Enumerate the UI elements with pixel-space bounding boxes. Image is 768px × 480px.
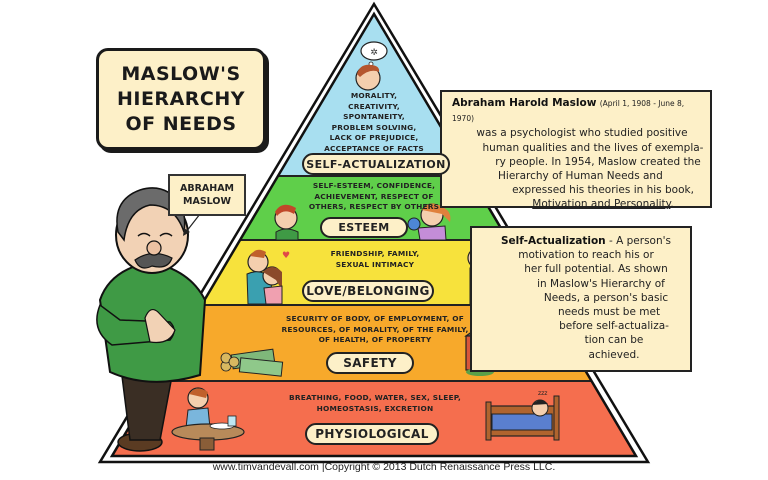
bio-line: human qualities and the lives of exempla… [482, 141, 704, 154]
need-item: BREATHING, FOOD, WATER, SEX, SLEEP, [289, 393, 461, 402]
thinking-boy-icon: ✲ [355, 41, 388, 91]
definition-line: needs must be met [557, 306, 661, 319]
bio-line: was a psychologist who studied positive [476, 127, 688, 140]
need-item: ACCEPTANCE OF FACTS [324, 143, 424, 153]
esteem-needs: SELF-ESTEEM, CONFIDENCE, ACHIEVEMENT, RE… [290, 181, 458, 213]
book-title-link[interactable]: Motivation and Personality [532, 198, 671, 211]
name-tag-line: ABRAHAM [179, 183, 235, 194]
self-actualization-needs: MORALITY, CREATIVITY, SPONTANEITY, PROBL… [290, 91, 458, 154]
name-tag-line: MASLOW [183, 196, 231, 207]
bio-dates: (April 1, 1908 - June 8, 1970) [452, 99, 685, 124]
maslow-name-tag: ABRAHAM MASLOW [168, 174, 246, 216]
bio-line: expressed his theories in his book, [512, 184, 694, 197]
need-item: SEXUAL INTIMACY [335, 259, 415, 269]
definition-line: in Maslow's Hierarchy of [537, 277, 665, 290]
love-belonging-needs: FRIENDSHIP, FAMILY, SEXUAL INTIMACY [300, 249, 450, 270]
title-line: OF NEEDS [125, 112, 237, 135]
boy-icon [274, 204, 299, 241]
need-item: SELF-ESTEEM, CONFIDENCE, [312, 181, 436, 190]
need-item: SPONTANEITY, [343, 112, 405, 121]
bio-name: Abraham Harold Maslow [452, 97, 597, 109]
boy-eating-icon [171, 387, 245, 451]
tier-label-physiological: PHYSIOLOGICAL [305, 423, 439, 445]
need-item: RESOURCES, OF MORALITY, OF THE FAMILY, [281, 324, 469, 334]
svg-text:zzz: zzz [538, 390, 547, 397]
punctuation: . [670, 198, 674, 211]
need-item: LACK OF PREJUDICE, [329, 133, 419, 142]
need-item: FRIENDSHIP, FAMILY, [330, 249, 420, 258]
need-item: ACHIEVEMENT, RESPECT OF [314, 191, 434, 201]
tier-label-love-belonging: LOVE/BELONGING [302, 280, 434, 302]
maslow-cartoon-icon [96, 187, 207, 452]
copyright-footer: www.timvandevall.com |Copyright © 2013 D… [212, 461, 556, 473]
definition-line: motivation to reach his or [518, 249, 654, 262]
definition-line: Needs, a person's basic [543, 291, 669, 304]
tier-physiological-bg [112, 381, 636, 456]
definition-line: tion can be [584, 334, 644, 347]
self-actualization-definition-text: Self-Actualization - A person's motivati… [486, 234, 686, 362]
physiological-needs: BREATHING, FOOD, WATER, SEX, SLEEP, HOME… [275, 393, 475, 414]
sleeping-in-bed-icon: zzz [485, 390, 560, 441]
tier-self-actualization-bg [278, 14, 470, 176]
tier-love-bg [201, 240, 547, 305]
bio-line: ry people. In 1954, Maslow created the [495, 155, 701, 168]
title-box: MASLOW'S HIERARCHY OF NEEDS [96, 48, 266, 150]
girl-with-flower-icon [407, 203, 451, 241]
need-item: OF HEALTH, OF PROPERTY [318, 335, 432, 344]
money-stack-icon [220, 348, 284, 377]
definition-line: achieved. [588, 348, 640, 361]
maslow-bio-box [440, 90, 712, 208]
title-line: HIERARCHY [116, 87, 246, 110]
name-tag-arrow [185, 213, 201, 233]
definition-line: before self-actualiza- [559, 320, 669, 333]
definition-line: - A person's [605, 235, 671, 247]
self-actualization-definition-box [470, 226, 692, 372]
tier-label-esteem: ESTEEM [320, 217, 408, 238]
need-item: SECURITY OF BODY, OF EMPLOYMENT, OF [286, 314, 464, 323]
maslow-bio-text: Abraham Harold Maslow (April 1, 1908 - J… [448, 96, 708, 212]
bio-line: Hierarchy of Human Needs and [498, 170, 663, 183]
definition-term: Self-Actualization [500, 235, 606, 247]
title-line: MASLOW'S [121, 62, 241, 85]
svg-text:♥: ♥ [282, 251, 290, 261]
need-item: MORALITY, [350, 91, 398, 100]
safety-needs: SECURITY OF BODY, OF EMPLOYMENT, OF RESO… [255, 314, 495, 346]
hugging-couple-icon: ♥ [246, 249, 290, 305]
need-item: HOMEOSTASIS, EXCRETION [316, 403, 434, 413]
svg-text:✲: ✲ [370, 48, 378, 58]
tier-label-safety: SAFETY [326, 352, 414, 374]
need-item: CREATIVITY, [348, 101, 400, 111]
tier-label-self-actualization: SELF-ACTUALIZATION [302, 153, 450, 175]
definition-line: her full potential. As shown [524, 263, 668, 276]
need-item: PROBLEM SOLVING, [331, 122, 417, 132]
need-item: OTHERS, RESPECT BY OTHERS [308, 202, 440, 211]
